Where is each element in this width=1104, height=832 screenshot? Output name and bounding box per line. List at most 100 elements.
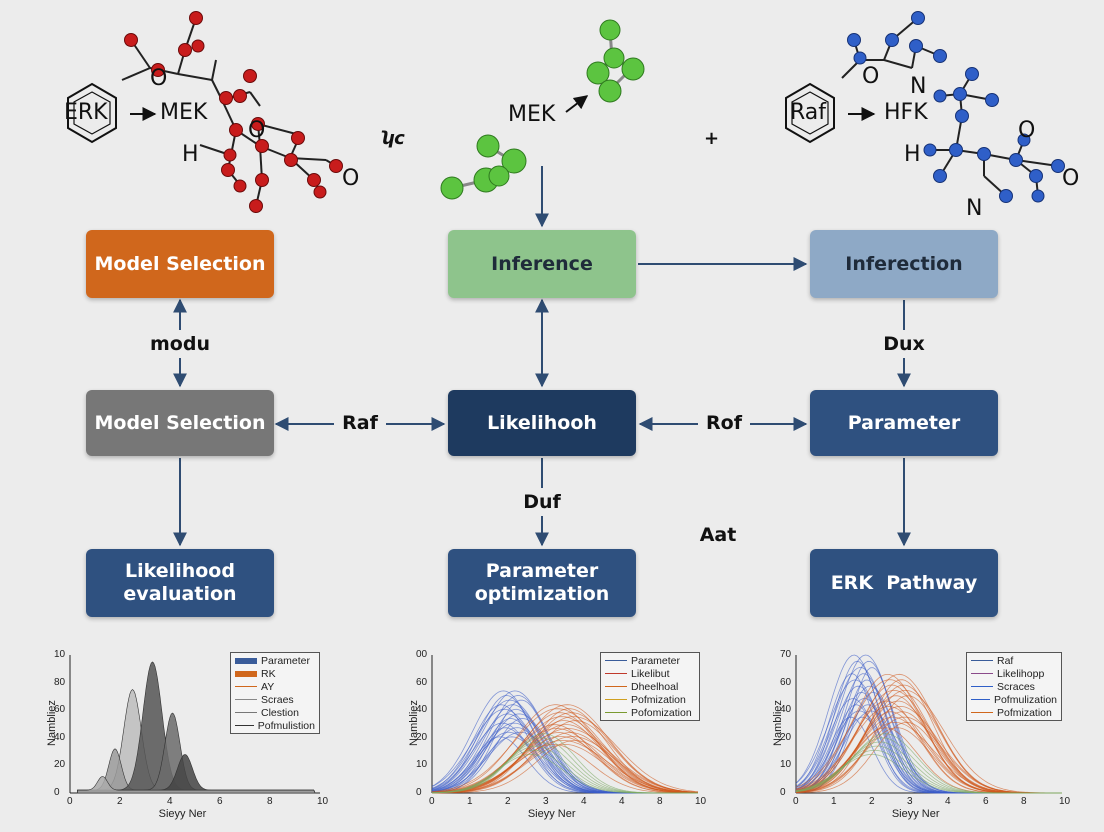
o-label-right-1: O <box>862 64 880 89</box>
y-tick-label: 0 <box>416 787 422 798</box>
orange-curve <box>431 708 699 793</box>
orange-curve <box>431 716 699 793</box>
x-axis-label: Sieyy Ner <box>158 808 207 820</box>
legend-entry: Pofmulization <box>971 693 1057 706</box>
x-tick-label: 6 <box>983 796 989 807</box>
legend-entry: Scraes <box>235 693 315 706</box>
y-tick-label: 10 <box>416 759 428 771</box>
green-curve <box>431 733 698 794</box>
x-tick-label: 4 <box>581 796 587 807</box>
legend-entry: Likelihopp <box>971 667 1057 680</box>
y-tick-label: 40 <box>54 731 66 743</box>
label-aat: Aat <box>699 524 737 546</box>
x-tick-label: 1 <box>831 796 837 807</box>
label-rof: Rof <box>706 412 742 434</box>
x-tick-label: 2 <box>505 796 511 807</box>
legend-entry: Likelibut <box>605 667 695 680</box>
label-duf: Duf <box>523 491 561 513</box>
x-tick-label: 3 <box>907 796 913 807</box>
orange-curve <box>795 695 1062 794</box>
y-tick-label: 40 <box>416 704 428 716</box>
likelihood-evaluation-box[interactable]: Likelihood evaluation <box>86 549 274 617</box>
x-axis-label: Sieyy Ner <box>891 808 940 820</box>
raf-box-label: Raf <box>790 100 827 125</box>
legend-entry: Scraces <box>971 680 1057 693</box>
legend-swatch <box>971 673 993 674</box>
legend-label: Raf <box>997 654 1014 667</box>
area-peak-6 <box>77 776 316 794</box>
parameter-optimization-line2: optimization <box>474 583 610 605</box>
y-tick-label: 0 <box>54 787 60 798</box>
orange-curve <box>432 740 699 794</box>
o-label-left-3: O <box>342 166 360 191</box>
x-tick-label: 10 <box>695 796 707 807</box>
red-molecule <box>67 11 343 213</box>
o-label-right-2: O <box>1018 118 1036 143</box>
legend-entry: Parameter <box>235 654 315 667</box>
x-tick-label: 8 <box>1021 796 1027 807</box>
y-tick-label: 80 <box>54 676 66 688</box>
chart-1 <box>69 655 320 794</box>
parameter-optimization-line1: Parameter <box>485 560 599 582</box>
orange-curve <box>431 712 699 794</box>
erk-box-label: ERK <box>64 100 108 125</box>
legend-label: Scraces <box>997 680 1035 693</box>
blue-molecule <box>785 11 1065 203</box>
legend-label: Scraes <box>261 693 294 706</box>
parameter-optimization-box[interactable]: Parameter optimization <box>448 549 636 617</box>
x-tick-label: 0 <box>793 796 799 807</box>
legend-entry: Parameter <box>605 654 695 667</box>
y-tick-label: 20 <box>54 759 66 771</box>
parameter-box[interactable]: Parameter <box>810 390 998 456</box>
legend-label: Parameter <box>261 654 311 667</box>
legend-swatch <box>971 660 993 661</box>
h-label-left: H <box>182 142 199 167</box>
likelihood-evaluation-line1: Likelihood <box>125 560 235 582</box>
inferection-box[interactable]: Inferection <box>810 230 998 298</box>
legend-label: Likelibut <box>631 667 670 680</box>
y-axis-label: Nambliez <box>46 700 58 746</box>
legend-entry: Pofomization <box>605 706 695 719</box>
x-tick-label: 0 <box>67 796 73 807</box>
o-label-left-1: O <box>150 66 168 91</box>
legend-swatch <box>971 699 990 700</box>
x-axis-label: Sieyy Ner <box>527 808 576 820</box>
o-label-left-2: O <box>248 118 266 143</box>
legend-entry: Pofmization <box>605 693 695 706</box>
y-tick-label: 40 <box>780 704 792 716</box>
legend-swatch <box>605 686 627 687</box>
model-selection-box-mid[interactable]: Model Selection <box>86 390 274 456</box>
mek-label-left: MEK <box>160 100 208 125</box>
likelihooh-box[interactable]: Likelihooh <box>448 390 636 456</box>
y-axis-label: Nambliez <box>408 700 420 746</box>
y-tick-label: 10 <box>54 649 66 660</box>
erk-pathway-box[interactable]: ERK Pathway <box>810 549 998 617</box>
legend-swatch <box>235 686 257 687</box>
green-curve <box>795 733 1062 794</box>
x-tick-label: 0 <box>429 796 435 807</box>
y-tick-label: 10 <box>780 759 792 771</box>
inference-box[interactable]: Inference <box>448 230 636 298</box>
n-label-right-1: N <box>910 74 927 99</box>
h-label-right: H <box>904 142 921 167</box>
legend-entry: Raf <box>971 654 1057 667</box>
x-tick-label: 6 <box>217 796 223 807</box>
legend-swatch <box>971 686 993 687</box>
model-selection-box-top[interactable]: Model Selection <box>86 230 274 298</box>
legend-swatch <box>605 712 627 713</box>
legend-label: Pofmization <box>631 693 686 706</box>
x-tick-label: 4 <box>167 796 173 807</box>
legend-entry: Dheelhoal <box>605 680 695 693</box>
benzene-ring-right <box>785 82 835 144</box>
likelihood-evaluation-line2: evaluation <box>123 583 237 605</box>
legend-label: RK <box>261 667 276 680</box>
y-axis-label: Nambliez <box>772 700 784 746</box>
orange-curve <box>432 732 698 794</box>
legend-entry: RK <box>235 667 315 680</box>
y-tick-label: 0 <box>780 787 786 798</box>
y-tick-label: 60 <box>780 676 792 688</box>
glyph-between: ʮc <box>382 128 405 149</box>
mek-label-center: MEK <box>508 102 556 127</box>
